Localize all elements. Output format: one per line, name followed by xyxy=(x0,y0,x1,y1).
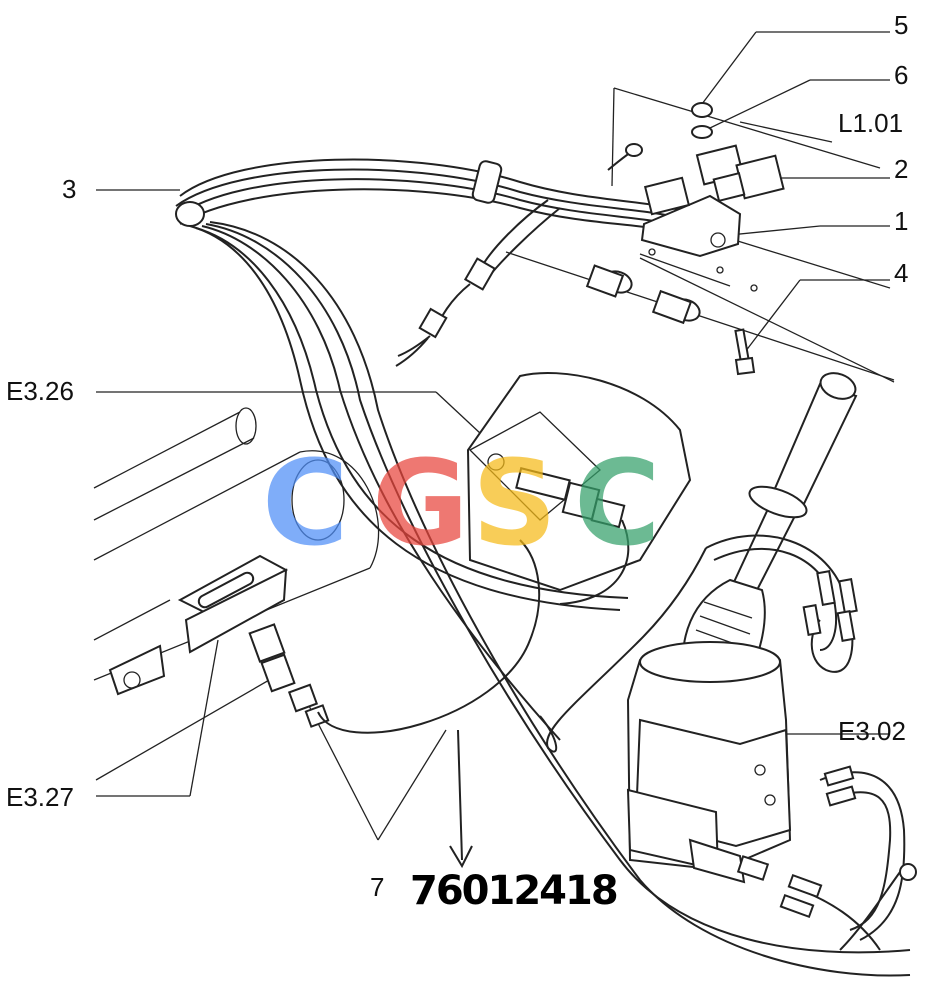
label-4: 4 xyxy=(894,258,908,288)
watermark-letter-s: S xyxy=(472,434,557,572)
sensor-switch-e327 xyxy=(248,623,330,728)
cable-7 xyxy=(317,539,541,869)
relay-block xyxy=(640,102,785,258)
label-1: 1 xyxy=(894,206,908,236)
switch-e326 xyxy=(466,371,692,605)
part-labels: 5 6 L1.01 2 1 4 3 E3.26 E3.27 E3.02 7 76… xyxy=(6,10,908,914)
switch-bracket-e327 xyxy=(108,554,289,696)
label-e327: E3.27 xyxy=(6,782,74,812)
label-5: 5 xyxy=(894,10,908,40)
valve-body-e302 xyxy=(626,641,792,884)
label-l101: L1.01 xyxy=(838,108,903,138)
screw-4 xyxy=(734,328,756,376)
watermark-letter-c1: C xyxy=(262,434,349,572)
lever-terminals xyxy=(539,534,917,951)
label-e326: E3.26 xyxy=(6,376,74,406)
watermark-letter-c2: C xyxy=(574,434,661,572)
watermark-letter-g: G xyxy=(372,434,469,572)
watermark: C G S C xyxy=(262,434,661,572)
label-7: 7 xyxy=(370,872,384,902)
handwritten-part-number: 76012418 xyxy=(410,868,617,914)
wire-harness-3 xyxy=(175,143,911,977)
leader-lines xyxy=(95,31,895,841)
label-2: 2 xyxy=(894,154,908,184)
label-e302: E3.02 xyxy=(838,716,906,746)
label-6: 6 xyxy=(894,60,908,90)
mounting-plate xyxy=(505,248,895,381)
label-3: 3 xyxy=(62,174,76,204)
